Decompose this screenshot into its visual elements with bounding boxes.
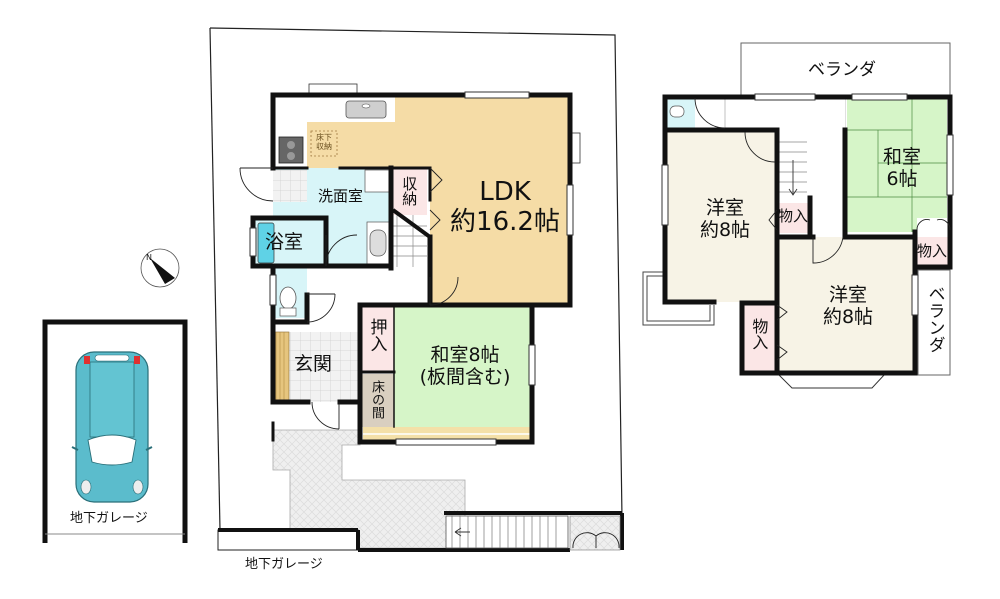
compass-icon bbox=[140, 248, 180, 288]
garage bbox=[42, 319, 188, 543]
western-room-2-name: 洋室 bbox=[828, 284, 867, 306]
underfloor-storage-line2: 収納 bbox=[316, 141, 332, 151]
car-illustration bbox=[71, 351, 153, 503]
alcove-label: 床の間 bbox=[368, 380, 384, 419]
storage-room-2f-2 bbox=[917, 237, 950, 267]
storage-2f-1-label: 物入 bbox=[778, 207, 809, 225]
site-boundary bbox=[209, 27, 623, 519]
underfloor-storage-line1: 床下 bbox=[316, 133, 332, 142]
veranda-top-label: ベランダ bbox=[808, 60, 876, 80]
japanese-room-6-size: 6帖 bbox=[886, 167, 918, 190]
japanese-room-6-label: 和室 6帖 bbox=[872, 146, 932, 191]
veranda-right bbox=[917, 269, 951, 376]
underfloor-storage-label: 床下 収納 bbox=[311, 133, 337, 152]
storage-2f-2-label: 物入 bbox=[917, 242, 948, 260]
washroom-label: 洗面室 bbox=[318, 187, 364, 205]
ldk-label: LDK 約16.2帖 bbox=[445, 177, 565, 238]
storage-2f-3-label: 物入 bbox=[749, 318, 769, 350]
compass-north-label: N bbox=[146, 253, 152, 262]
ldk-name: LDK bbox=[479, 177, 531, 207]
basement-stairs bbox=[445, 515, 569, 549]
ldk-room bbox=[307, 95, 570, 305]
garage-label: 地下ガレージ bbox=[70, 511, 148, 526]
western-room-1-name: 洋室 bbox=[705, 197, 744, 219]
basement-garage-label: 地下ガレージ bbox=[245, 557, 323, 572]
alcove-room bbox=[361, 374, 394, 427]
storage-room-2f-3 bbox=[742, 305, 776, 373]
western-room-1 bbox=[665, 132, 775, 302]
veranda-top bbox=[740, 42, 951, 97]
western-room-2 bbox=[778, 237, 915, 372]
veranda-right-label: ベランダ bbox=[924, 285, 945, 353]
japanese-room-8-note: (板間含む) bbox=[419, 365, 511, 388]
japanese-room-6 bbox=[847, 97, 947, 232]
western-room-1-label: 洋室 約8帖 bbox=[685, 197, 765, 242]
closet-room bbox=[361, 307, 394, 372]
japanese-room-8-name: 和室8帖 bbox=[430, 344, 500, 366]
japanese-room-8-label: 和室8帖 (板間含む) bbox=[405, 344, 525, 389]
closet-label: 押入 bbox=[366, 318, 387, 352]
western-room-1-size: 約8帖 bbox=[699, 218, 751, 241]
western-room-2-size: 約8帖 bbox=[822, 305, 874, 328]
storage-room-2f-1 bbox=[777, 203, 810, 233]
japanese-room-6-name: 和室 bbox=[882, 146, 921, 168]
storage-label: 収納 bbox=[400, 176, 419, 206]
bathroom-label: 浴室 bbox=[265, 231, 304, 253]
stairs-second-floor bbox=[779, 132, 807, 202]
japanese-room-8 bbox=[394, 307, 532, 427]
entrance-label: 玄関 bbox=[294, 353, 333, 375]
western-room-2-label: 洋室 約8帖 bbox=[808, 284, 888, 329]
ldk-size: 約16.2帖 bbox=[450, 206, 560, 237]
